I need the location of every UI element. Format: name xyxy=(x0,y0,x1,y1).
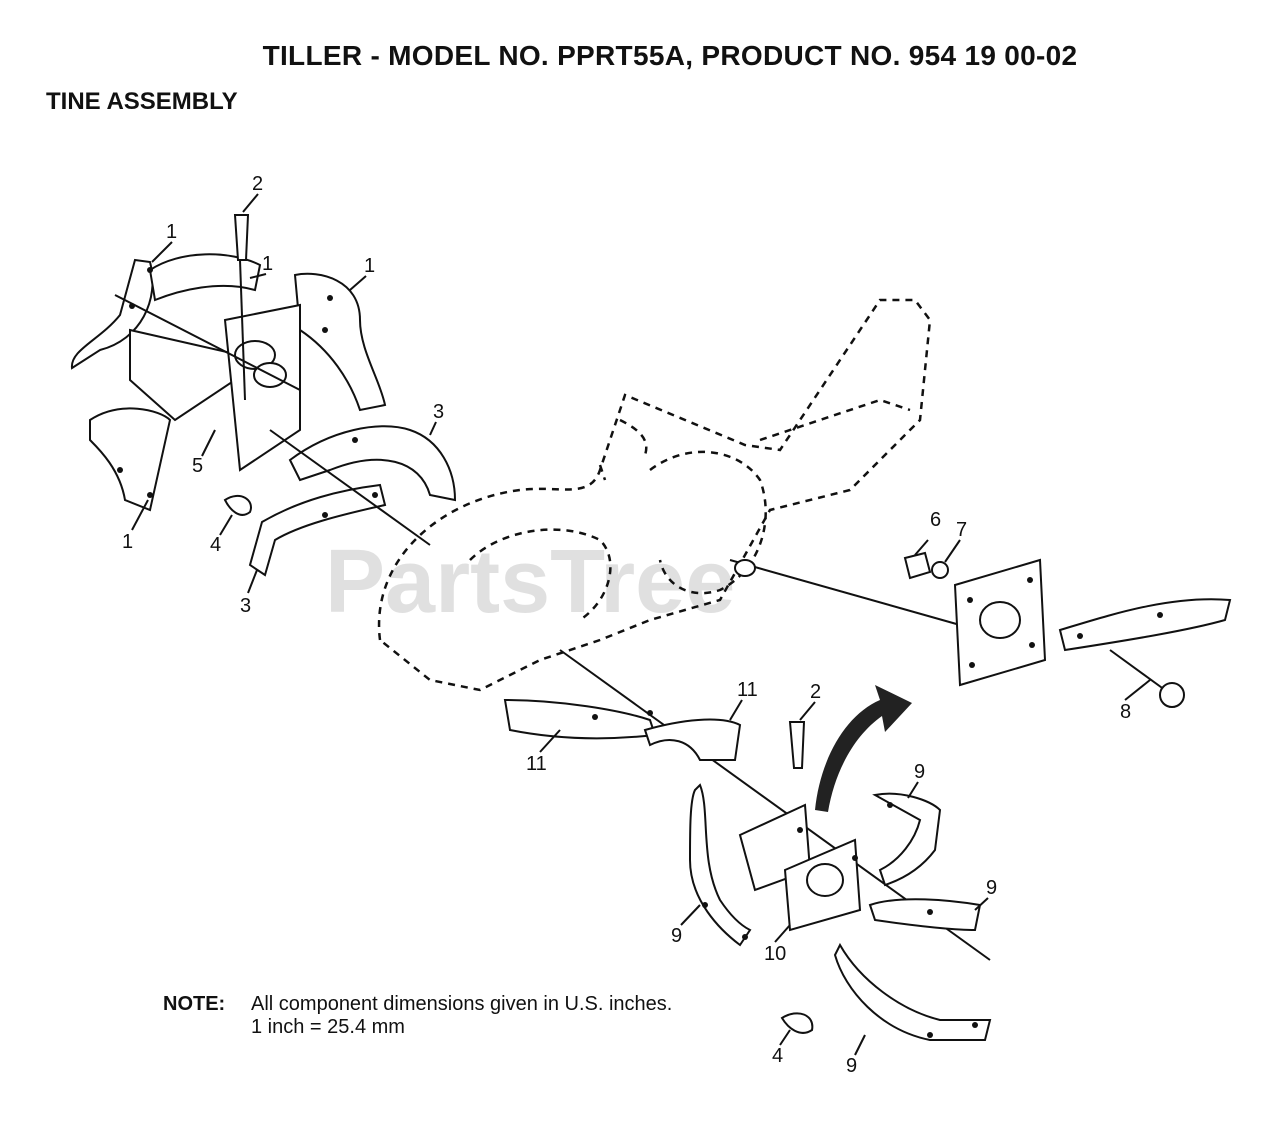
callout-9: 9 xyxy=(914,761,925,783)
tine-3-group xyxy=(248,425,457,577)
page-title: TILLER - MODEL NO. PPRT55A, PRODUCT NO. … xyxy=(262,40,1078,71)
callouts: 1 1 1 1 2 2 3 3 4 4 5 6 7 8 9 9 9 9 10 1… xyxy=(122,173,1131,1077)
lower-tine-group xyxy=(503,698,992,1041)
tine-shaft-upper xyxy=(269,429,431,546)
note-line-1: All component dimensions given in U.S. i… xyxy=(251,993,673,1015)
callout-6: 6 xyxy=(930,509,941,531)
tiller-housing xyxy=(377,298,932,692)
callout-11: 11 xyxy=(737,679,758,701)
note-line-2: 1 inch = 25.4 mm xyxy=(251,1016,405,1038)
callout-9: 9 xyxy=(671,925,682,947)
leader-lines xyxy=(131,193,1151,1056)
callout-8: 8 xyxy=(1120,701,1131,723)
callout-4: 4 xyxy=(772,1045,783,1067)
callout-1: 1 xyxy=(364,255,375,277)
callout-1: 1 xyxy=(122,531,133,553)
left-tine-group xyxy=(70,253,387,512)
right-flange-group xyxy=(729,551,1232,708)
rotation-arrow-icon xyxy=(815,685,912,812)
callout-3: 3 xyxy=(240,595,251,617)
section-title: TINE ASSEMBLY xyxy=(46,88,238,115)
hitch-pin-upper xyxy=(233,214,250,261)
callout-3: 3 xyxy=(433,401,444,423)
dimension-note: NOTE: All component dimensions given in U… xyxy=(163,993,672,1039)
callout-2: 2 xyxy=(252,173,263,195)
callout-11: 11 xyxy=(526,753,547,775)
callout-10: 10 xyxy=(764,943,786,965)
callout-2: 2 xyxy=(810,681,821,703)
callout-1: 1 xyxy=(262,253,273,275)
callout-1: 1 xyxy=(166,221,177,243)
callout-4: 4 xyxy=(210,534,221,556)
callout-5: 5 xyxy=(192,455,203,477)
callout-9: 9 xyxy=(986,877,997,899)
callout-7: 7 xyxy=(956,519,967,541)
hairpin-clip-lower xyxy=(780,1012,814,1034)
hairpin-clip-upper xyxy=(223,494,252,516)
hitch-pin-lower xyxy=(788,721,806,769)
note-label: NOTE: xyxy=(163,993,226,1015)
callout-9: 9 xyxy=(846,1055,857,1077)
